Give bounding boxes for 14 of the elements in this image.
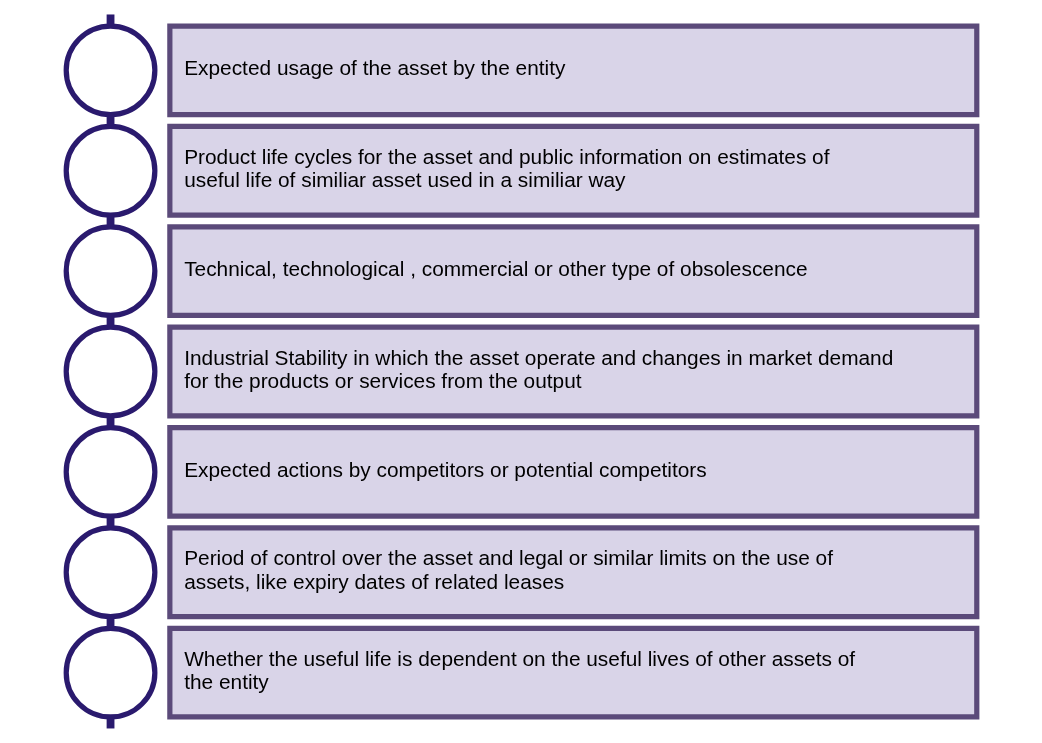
node-circle: [63, 525, 157, 620]
node-circle: [63, 625, 157, 720]
node-circle: [63, 424, 157, 519]
node-box: Technical, technological , commercial or other type of obsolescence: [166, 224, 979, 319]
node-box: Expected actions by competitors or potential competitors: [166, 424, 979, 519]
node-circle: [63, 123, 157, 218]
node-circle: [63, 224, 157, 319]
node-circle: [63, 23, 157, 118]
node-box: Expected usage of the asset by the entity: [166, 23, 979, 118]
node-box: Industrial Stability in which the asset operate and changes in market demand for the products or services from the output: [166, 324, 979, 419]
node-box: Whether the useful life is dependent on the useful lives of other assets of the entity: [166, 625, 979, 720]
node-box: Product life cycles for the asset and public information on estimates of useful life of similiar asset used in a similiar way: [166, 123, 979, 218]
node-circle: [63, 324, 157, 419]
node-box: Period of control over the asset and legal or similar limits on the use of assets, like expiry dates of related leases: [166, 525, 979, 620]
